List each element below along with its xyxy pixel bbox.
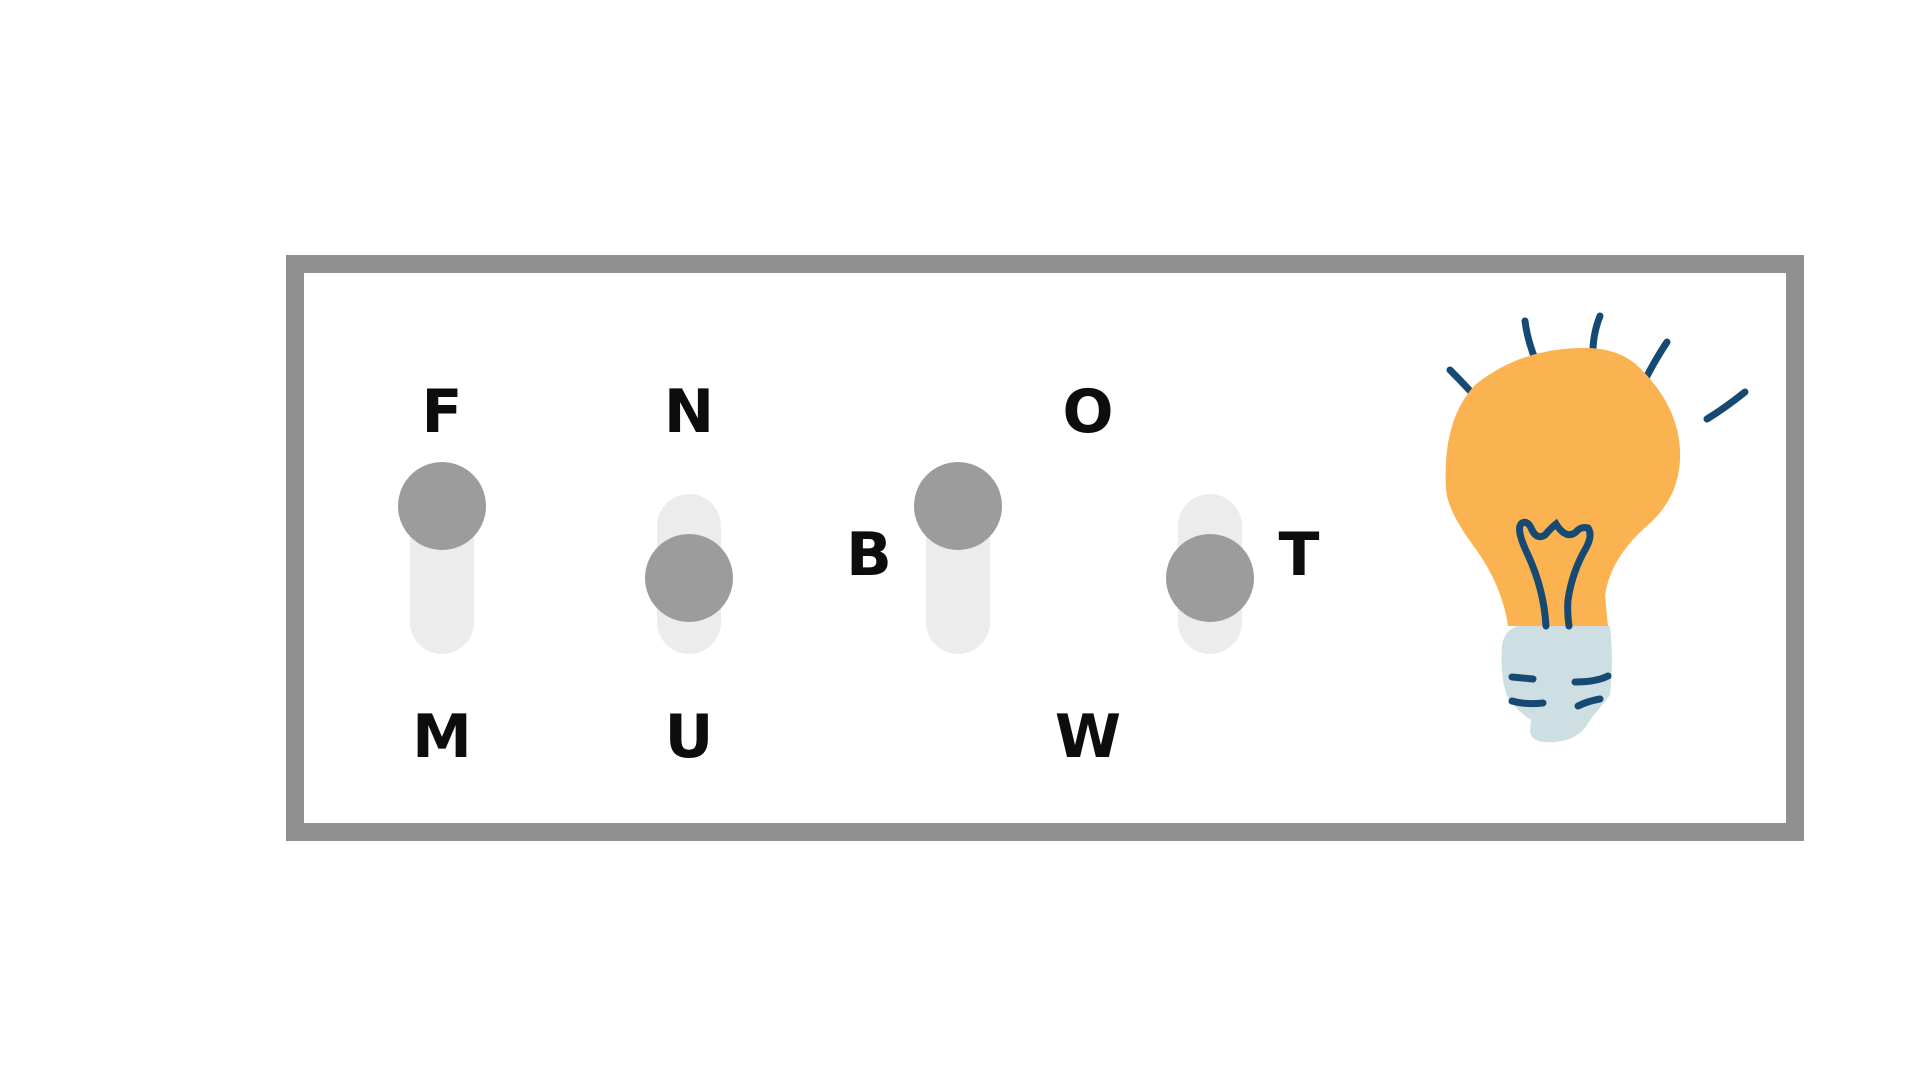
bulb-lines: [1508, 518, 1612, 710]
toggle-switch-1[interactable]: [398, 462, 486, 654]
label-u: U: [664, 702, 714, 772]
label-m: M: [412, 702, 472, 772]
label-b: B: [846, 520, 892, 590]
switch-knob[interactable]: [398, 462, 486, 550]
toggle-switch-4[interactable]: [1166, 494, 1254, 654]
label-f: F: [421, 377, 463, 447]
toggle-switch-3[interactable]: [914, 462, 1002, 654]
bulb-glass: [1445, 347, 1681, 626]
toggle-switch-2[interactable]: [645, 494, 733, 654]
label-n: N: [663, 377, 715, 447]
switch-knob[interactable]: [914, 462, 1002, 550]
bulb-base: [1501, 626, 1612, 743]
label-w: W: [1054, 702, 1122, 772]
switch-knob[interactable]: [645, 534, 733, 622]
switch-knob[interactable]: [1166, 534, 1254, 622]
label-t: T: [1278, 520, 1320, 590]
label-o: O: [1062, 377, 1114, 447]
lightbulb-icon: [1445, 312, 1749, 743]
